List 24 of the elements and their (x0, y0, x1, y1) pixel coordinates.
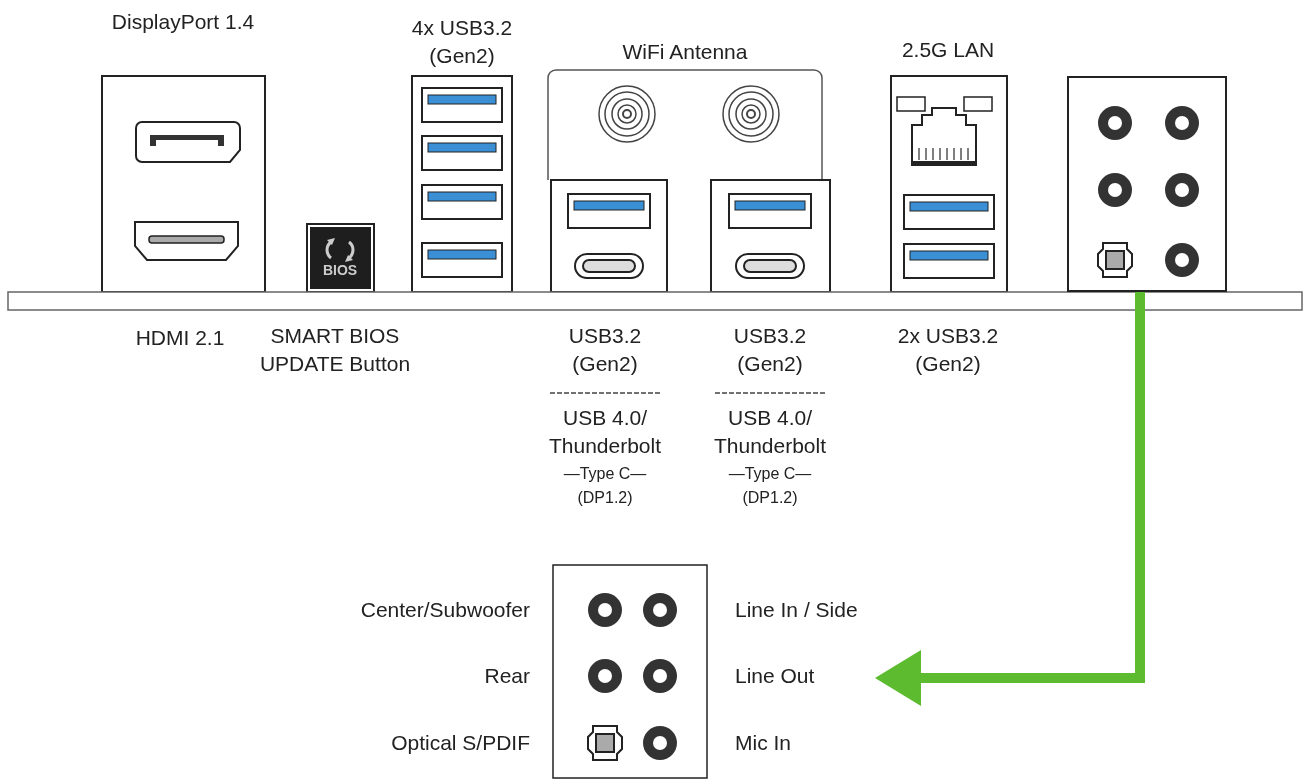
audio-panel (1067, 76, 1227, 292)
port-label: 2.5G LAN (900, 37, 996, 63)
jack-label: Rear (483, 663, 530, 689)
port-label: Line Out (735, 660, 875, 692)
port-label: USB 4.0/ Thunderbolt (712, 405, 828, 459)
port-label: SMART BIOS UPDATE Button (258, 323, 412, 377)
port-label: USB3.2 (Gen2) (732, 323, 808, 377)
jack-label: Mic In (735, 730, 792, 756)
button-label: BIOS (321, 262, 359, 278)
jack-label: Center/Subwoofer (359, 597, 530, 623)
arrow (875, 292, 1145, 706)
port-label: (DP1.2) (576, 488, 634, 508)
port-label: HDMI 2.1 (134, 325, 226, 351)
port-label: 2x USB3.2 (Gen2) (896, 323, 1000, 377)
jack-label: Line In / Side (735, 597, 859, 623)
port-label: WiFi Antenna (621, 39, 749, 65)
port-label: —Type C— (727, 464, 813, 484)
jack-label: Optical S/PDIF (390, 730, 530, 756)
port-label: DisplayPort 1.4 (110, 9, 256, 35)
port-label: —Type C— (562, 464, 648, 484)
port-label: USB 4.0/ Thunderbolt (547, 405, 663, 459)
port-label: USB3.2 (Gen2) (567, 323, 643, 377)
port-label: 4x USB3.2 (Gen2) (410, 15, 514, 69)
port-label: (DP1.2) (741, 488, 799, 508)
